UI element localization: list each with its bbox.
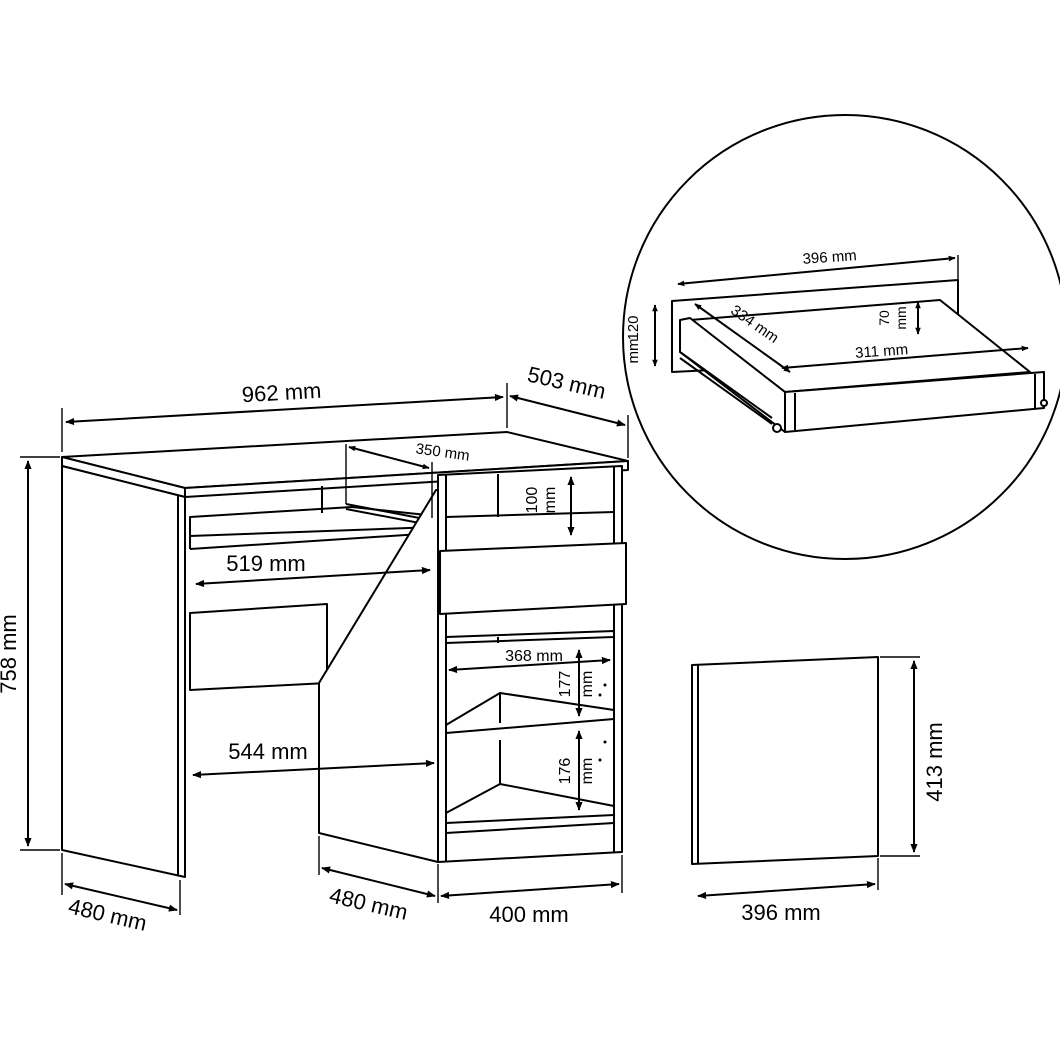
desk-depth-label: 503 mm — [525, 362, 608, 404]
drawer-detail: 396 mm 120 mm 334 mm 70 mm 311 mm — [622, 114, 1060, 560]
shelf-width-dimension-line — [195, 566, 431, 588]
shelf1-height-value: 177 — [557, 671, 574, 698]
shelf-front — [189, 532, 437, 550]
runner-wheel-r — [1040, 399, 1048, 407]
knee-width-label: 544 mm — [228, 739, 307, 764]
front-width-label: 396 mm — [741, 900, 820, 925]
plinth — [445, 822, 615, 834]
drawer-front-panel — [784, 371, 1045, 433]
drawer-depth-dimension-line — [694, 303, 791, 373]
drawer-height-value: 120 — [625, 315, 642, 340]
shelf-inner-width-dimension-line — [448, 656, 611, 674]
keyboard-shelf-width-label: 519 mm — [226, 551, 305, 576]
shelf2-height-unit: mm — [579, 758, 596, 785]
shelf1-height-unit: mm — [579, 671, 596, 698]
desk-width-label: 962 mm — [241, 378, 322, 407]
front-width-dimension-line — [697, 880, 876, 900]
right-depth-label: 480 mm — [327, 883, 410, 925]
width-dimension-line — [65, 393, 504, 426]
left-depth-dimension-line — [64, 882, 178, 912]
drawer-front-board — [691, 656, 879, 865]
tray-dimension-line — [348, 445, 430, 470]
niche-shelf — [445, 511, 615, 518]
niche-height-value: 100 — [524, 487, 541, 514]
cabinet-width-label: 400 mm — [489, 902, 568, 927]
shelf2-height-value: 176 — [557, 758, 574, 785]
shelf-inner-width-label: 368 mm — [505, 648, 563, 665]
left-side-panel — [61, 465, 186, 878]
tray-rail — [345, 503, 431, 521]
drawer-front-width-label: 396 mm — [802, 247, 857, 268]
drawer-inner-width-dimension-line — [781, 345, 1029, 371]
shelf-3 — [445, 783, 615, 824]
cabinet-side-panel — [318, 489, 439, 863]
drawer-inner-height-value: 70 — [876, 310, 892, 326]
right-depth-dimension-line — [321, 866, 436, 898]
niche-height-unit: mm — [542, 487, 559, 514]
depth-dimension-line — [509, 394, 626, 427]
knee-width-dimension-line — [192, 759, 435, 779]
drawer-width-dimension-line — [677, 255, 956, 287]
drawer-front-detail: 413 mm 396 mm — [691, 656, 947, 925]
shelf-2 — [445, 692, 615, 734]
shelf-pin-holes — [598, 683, 607, 762]
right-drawer-front — [439, 542, 627, 615]
left-drawer-front — [189, 603, 328, 691]
keyboard-shelf — [189, 506, 437, 537]
runner-wheel — [772, 423, 782, 433]
detail-circle — [622, 114, 1060, 560]
drawer-inner-height-unit: mm — [893, 306, 909, 329]
cabinet-width-dimension-line — [440, 880, 620, 900]
shelf-1 — [445, 630, 615, 644]
drawer-height-unit: mm — [625, 339, 642, 364]
front-height-label: 413 mm — [922, 722, 947, 801]
desk-height-label: 758 mm — [0, 614, 21, 693]
drawer-inner-width-label: 311 mm — [855, 341, 909, 362]
